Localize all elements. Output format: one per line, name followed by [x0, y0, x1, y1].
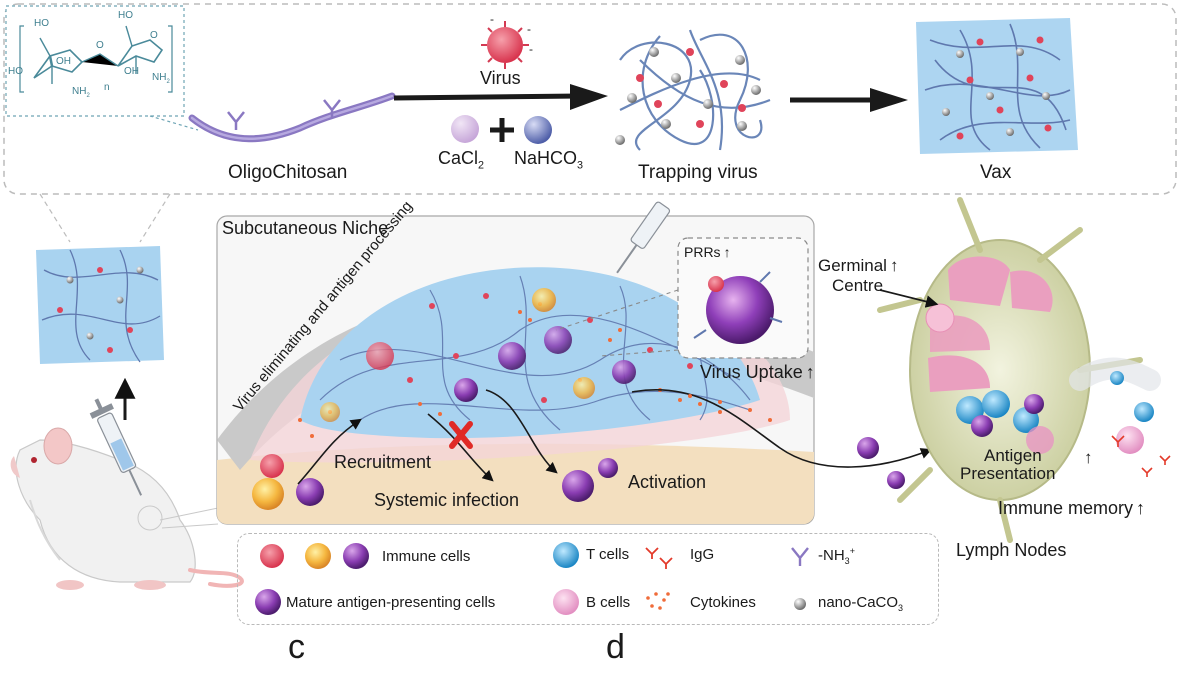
structure-o-ring: O	[150, 30, 158, 41]
trapping-virus-icon	[615, 29, 771, 151]
structure-o-link: O	[96, 40, 104, 51]
prrs-label: PRRs↑	[684, 244, 731, 260]
process-arrow-1	[570, 84, 608, 110]
syringe-icon	[89, 398, 143, 496]
legend-nh3: -NH3+	[818, 546, 855, 566]
structure-nh2-1: NH2	[72, 86, 90, 99]
lymph-nodes-label: Lymph Nodes	[956, 540, 1067, 560]
process-arrow-2	[870, 88, 908, 112]
virus-uptake-label: Virus Uptake↑	[700, 362, 815, 382]
virus-label: Virus	[480, 68, 521, 88]
immune-memory-cells	[1069, 357, 1171, 477]
structure-oh-2: OH	[124, 66, 139, 77]
migrating-apc	[857, 437, 879, 459]
svg-text:-: -	[529, 42, 533, 56]
mouse-icon	[10, 427, 244, 590]
recruitment-label: Recruitment	[334, 452, 432, 472]
structure-ho-top: HO	[34, 18, 49, 29]
recruitment-arrow	[297, 418, 362, 485]
svg-text:-: -	[490, 12, 494, 26]
legend-igg: IgG	[690, 546, 715, 563]
structure-ho-top2: HO	[118, 10, 133, 21]
cacl2-sphere	[451, 115, 479, 143]
blocked-x-icon	[449, 421, 473, 449]
subcutaneous-niche-panel	[216, 201, 815, 525]
legend-mature-apc: Mature antigen-presenting cells	[286, 594, 496, 611]
virus-icon: - - -	[481, 12, 533, 69]
immune-memory-label: Immune memory↑	[998, 498, 1146, 518]
activation-arrow	[485, 389, 558, 474]
legend-icons	[255, 542, 809, 615]
legend-immune-cells: Immune cells	[382, 548, 471, 565]
systemic-infection-label: Systemic infection	[374, 490, 520, 510]
vax-label: Vax	[980, 162, 1012, 183]
germinal-label-line2: Centre	[832, 276, 884, 295]
systemic-infection-arrow	[427, 413, 494, 482]
svg-text:-: -	[527, 22, 531, 36]
legend-b-cells: B cells	[586, 594, 631, 611]
nahco3-sphere	[524, 116, 552, 144]
structure-ho-left: HO	[8, 66, 23, 77]
vax-gel-icon	[916, 18, 1078, 154]
antigen-label-line2: Presentation	[960, 464, 1056, 483]
nahco3-label: NaHCO3	[514, 148, 584, 172]
panel-letter-d: d	[606, 628, 625, 666]
structure-n: n	[104, 82, 110, 93]
injected-gel-icon	[36, 246, 164, 364]
legend-cytokines: Cytokines	[690, 594, 756, 611]
lymph-node-icon	[877, 197, 1143, 543]
legend-nano-caco3: nano-CaCO3	[818, 594, 904, 613]
panel-letter-c: c	[288, 628, 305, 666]
top-panel-border	[3, 3, 1177, 195]
structure-nh2-2: NH2	[152, 72, 170, 85]
legend-box	[237, 533, 939, 625]
legend-t-cells: T cells	[586, 546, 630, 563]
oligochitosan-label: OligoChitosan	[228, 162, 348, 183]
antigen-label-line1: Antigen	[984, 446, 1042, 465]
oligochitosan-chain-icon	[188, 92, 396, 143]
cacl2-label: CaCl2	[438, 148, 485, 172]
virus-uptake-inset	[677, 237, 809, 359]
activation-label: Activation	[628, 472, 707, 492]
antigen-up-arrow: ↑	[1084, 448, 1093, 467]
structure-oh-1: OH	[56, 56, 71, 67]
germinal-label-line1: Germinal↑	[818, 256, 899, 275]
niche-title: Subcutaneous Niche	[222, 218, 389, 238]
oligochitosan-structure	[5, 5, 185, 117]
trapping-virus-label: Trapping virus	[638, 162, 758, 183]
migration-arrow	[631, 389, 933, 468]
